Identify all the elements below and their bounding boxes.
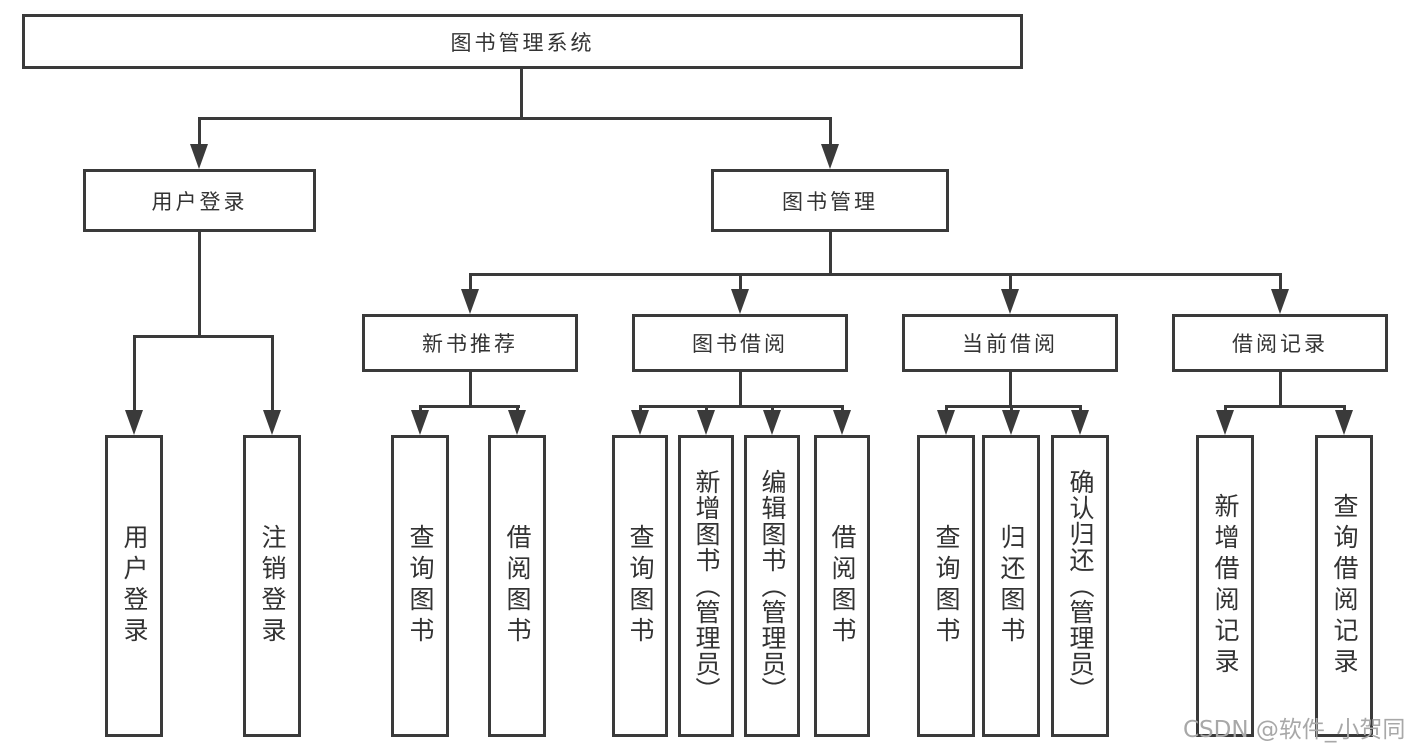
arrow-down-icon <box>1071 410 1089 435</box>
connector-line <box>639 405 642 414</box>
connector-line <box>271 335 274 413</box>
arrow-down-icon <box>1335 410 1353 435</box>
arrow-down-icon <box>833 410 851 435</box>
connector-line <box>516 405 519 414</box>
arrow-down-icon <box>731 289 749 314</box>
connector-line <box>133 335 274 338</box>
arrow-down-icon <box>821 144 839 169</box>
connector-line <box>1009 372 1012 405</box>
arrow-down-icon <box>411 410 429 435</box>
node-label: 新增图书（管理员） <box>692 469 721 703</box>
connector-line <box>1224 405 1227 414</box>
leaf-current-return-books: 归还图书 <box>982 435 1040 737</box>
node-label: 归还图书 <box>997 524 1026 648</box>
connector-line <box>945 405 948 414</box>
connector-line <box>1010 405 1013 414</box>
arrow-down-icon <box>1002 410 1020 435</box>
node-label: 确认归还（管理员） <box>1066 469 1095 703</box>
arrow-down-icon <box>631 410 649 435</box>
connector-line <box>771 405 774 414</box>
node-label: 当前借阅 <box>962 332 1058 356</box>
arrow-down-icon <box>125 410 143 435</box>
leaf-record-add-borrow-record: 新增借阅记录 <box>1196 435 1254 737</box>
node-label: 新书推荐 <box>422 332 518 356</box>
node-label: 图书管理系统 <box>450 30 595 55</box>
connector-line <box>945 405 1082 408</box>
node-new-book-recommend: 新书推荐 <box>362 314 578 372</box>
connector-line <box>198 232 201 335</box>
node-book-borrowing: 图书借阅 <box>632 314 848 372</box>
leaf-borrow-add-books-admin: 新增图书（管理员） <box>678 435 734 737</box>
leaf-borrow-query-books: 查询图书 <box>612 435 668 737</box>
node-label: 查询图书 <box>626 524 655 648</box>
node-label: 用户登录 <box>151 189 248 214</box>
leaf-logout: 注销登录 <box>243 435 301 737</box>
node-label: 查询图书 <box>932 524 961 648</box>
node-label: 查询图书 <box>406 524 435 648</box>
leaf-newbook-query-books: 查询图书 <box>391 435 449 737</box>
node-label: 图书借阅 <box>692 332 788 356</box>
connector-line <box>419 405 422 414</box>
arrow-down-icon <box>461 289 479 314</box>
connector-line <box>520 69 523 117</box>
arrow-down-icon <box>697 410 715 435</box>
arrow-down-icon <box>937 410 955 435</box>
connector-line <box>739 273 742 292</box>
connector-line <box>419 405 520 408</box>
arrow-down-icon <box>1001 289 1019 314</box>
connector-line <box>829 117 832 147</box>
connector-line <box>639 405 843 408</box>
node-book-management: 图书管理 <box>711 169 949 232</box>
connector-line <box>705 405 708 414</box>
leaf-borrow-borrow-books: 借阅图书 <box>814 435 870 737</box>
leaf-current-confirm-return-admin: 确认归还（管理员） <box>1051 435 1109 737</box>
node-label: 借阅记录 <box>1232 332 1328 356</box>
connector-line <box>1079 405 1082 414</box>
connector-line <box>1343 405 1346 414</box>
leaf-current-query-books: 查询图书 <box>917 435 975 737</box>
connector-line <box>1224 405 1346 408</box>
connector-line <box>1009 273 1012 292</box>
node-borrowing-records: 借阅记录 <box>1172 314 1388 372</box>
connector-line <box>739 372 742 405</box>
connector-line <box>841 405 844 414</box>
node-label: 图书管理 <box>782 189 878 214</box>
leaf-user-login: 用户登录 <box>105 435 163 737</box>
connector-line <box>1279 372 1282 405</box>
connector-line <box>469 273 472 292</box>
node-label: 借阅图书 <box>503 524 532 648</box>
node-current-borrowing: 当前借阅 <box>902 314 1118 372</box>
connector-line <box>198 117 832 120</box>
leaf-borrow-edit-books-admin: 编辑图书（管理员） <box>744 435 800 737</box>
connector-line <box>829 232 832 273</box>
arrow-down-icon <box>1216 410 1234 435</box>
connector-line <box>133 335 136 413</box>
node-root-book-management-system: 图书管理系统 <box>22 14 1023 69</box>
node-label: 注销登录 <box>258 524 287 648</box>
node-label: 新增借阅记录 <box>1211 493 1240 679</box>
node-user-login: 用户登录 <box>83 169 316 232</box>
leaf-newbook-borrow-books: 借阅图书 <box>488 435 546 737</box>
csdn-watermark: CSDN @软件_小贺同学 <box>1183 717 1405 743</box>
connector-line <box>198 117 201 147</box>
arrow-down-icon <box>763 410 781 435</box>
arrow-down-icon <box>1271 289 1289 314</box>
arrow-down-icon <box>508 410 526 435</box>
node-label: 查询借阅记录 <box>1330 493 1359 679</box>
connector-line <box>1279 273 1282 292</box>
connector-line <box>469 372 472 405</box>
node-label: 编辑图书（管理员） <box>758 469 787 703</box>
leaf-record-query-borrow-record: 查询借阅记录 <box>1315 435 1373 737</box>
node-label: 用户登录 <box>120 524 149 648</box>
arrow-down-icon <box>263 410 281 435</box>
node-label: 借阅图书 <box>828 524 857 648</box>
connector-line <box>469 273 1282 276</box>
arrow-down-icon <box>190 144 208 169</box>
